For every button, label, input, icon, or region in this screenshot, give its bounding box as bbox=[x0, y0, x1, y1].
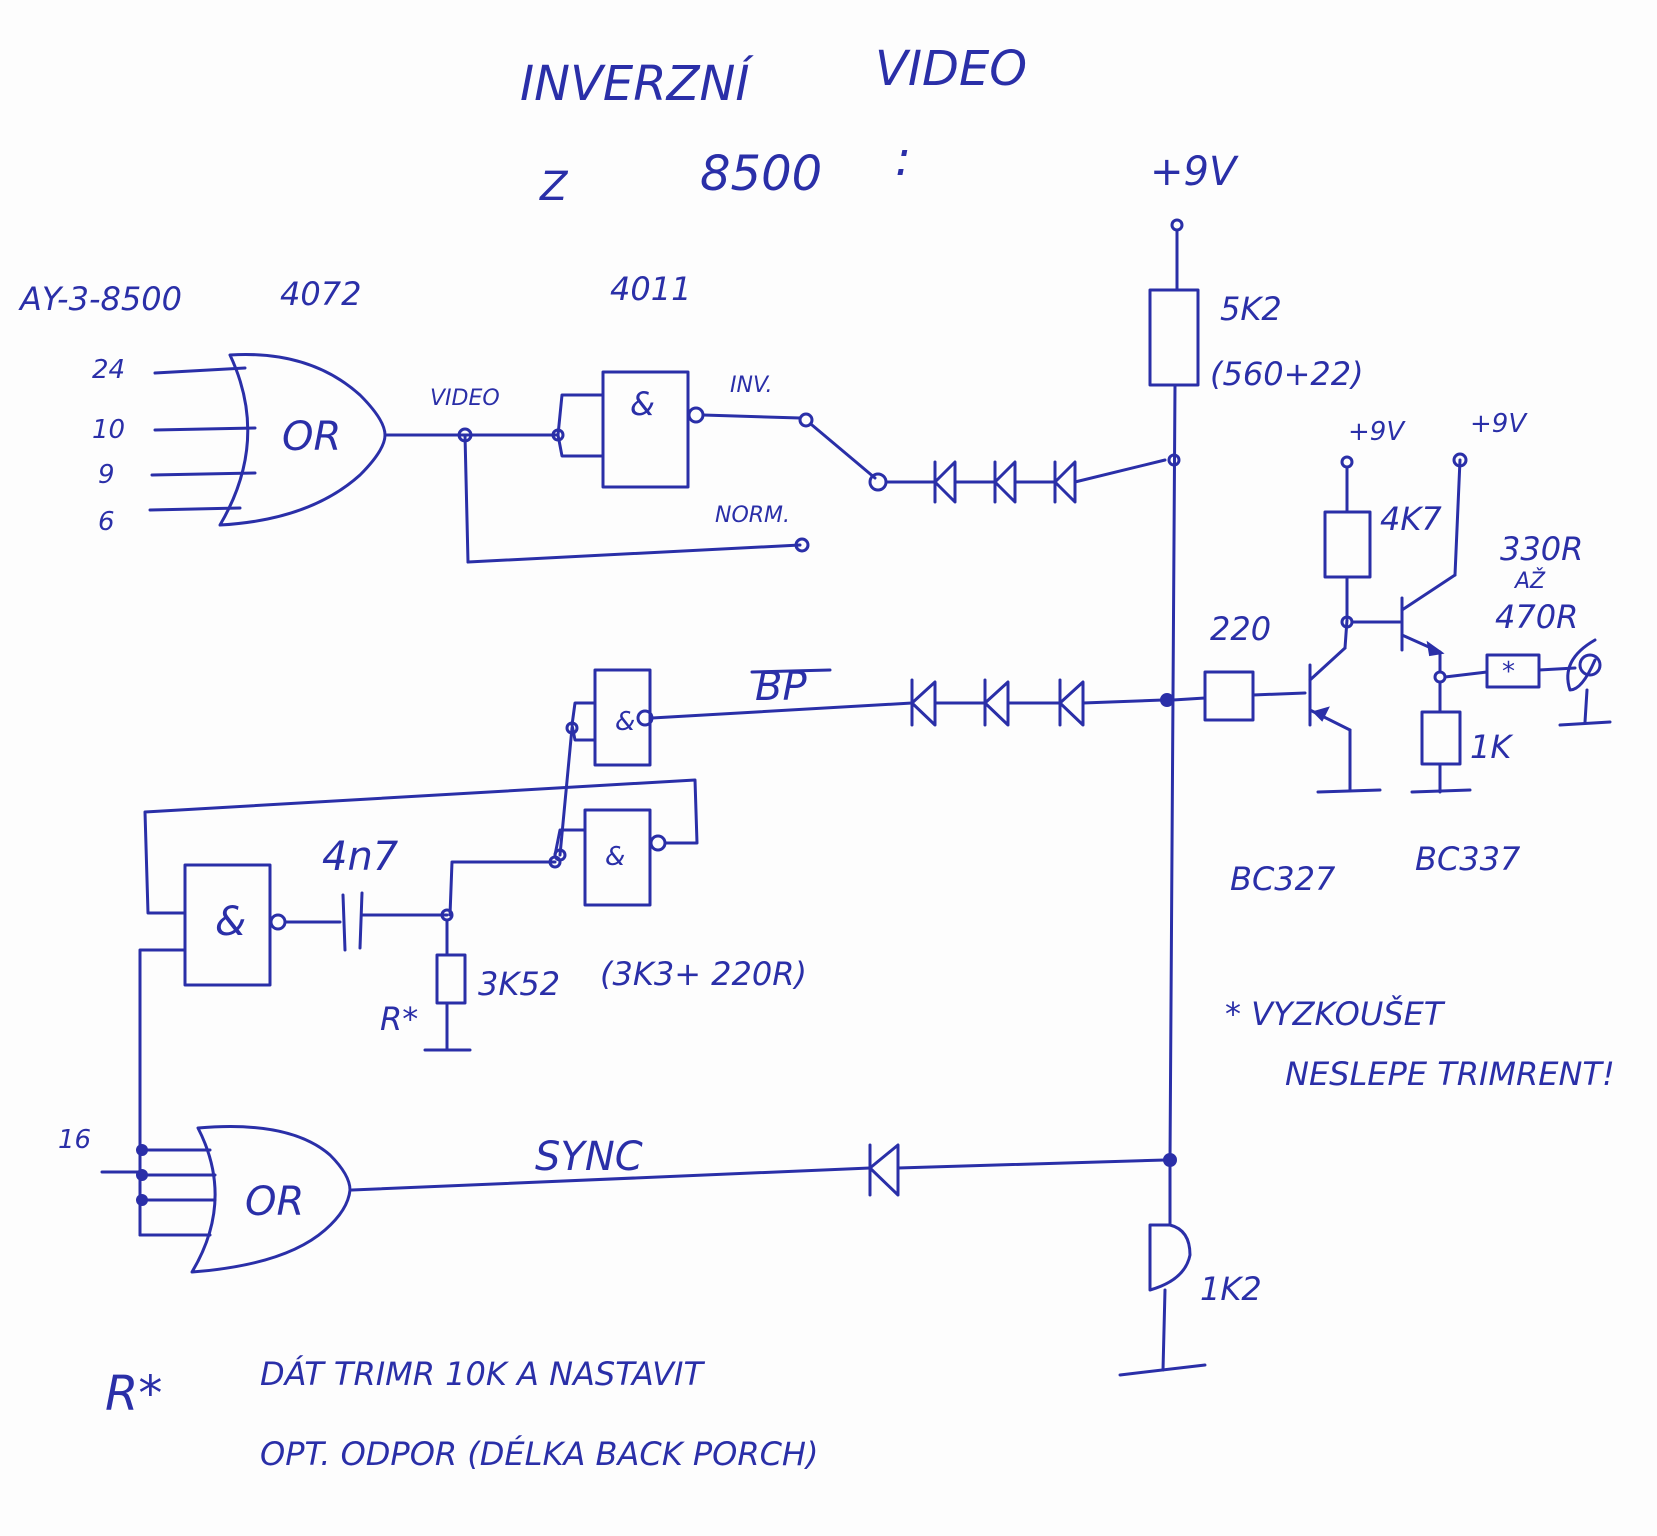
supply-right-tr: +9V bbox=[1470, 409, 1528, 439]
note-star-a: * VYZKOUŠET bbox=[1225, 994, 1446, 1033]
signal-sync: SYNC bbox=[535, 1134, 643, 1180]
resistor-4k7 bbox=[1323, 510, 1372, 579]
nand-bp-mid-label: & bbox=[605, 842, 625, 872]
label-5k2-note: (560+22) bbox=[1210, 355, 1364, 393]
note-bottom-a: DÁT TRIMR 10K A NASTAVIT bbox=[260, 1355, 705, 1393]
note-star-b: NESLEPE TRIMRENT! bbox=[1285, 1055, 1615, 1093]
supply-top: +9V bbox=[1150, 149, 1239, 195]
label-1k: 1K bbox=[1470, 728, 1514, 766]
transistor-bc327 bbox=[1308, 618, 1382, 794]
label-output-mark: * bbox=[1502, 657, 1515, 687]
label-5k2: 5K2 bbox=[1220, 290, 1282, 328]
title-z: Z bbox=[539, 164, 569, 210]
nand-gate-left: & bbox=[183, 863, 287, 987]
nand-inv-label: & bbox=[630, 385, 655, 423]
or-gate-bottom: OR bbox=[100, 1125, 352, 1274]
title-8500: 8500 bbox=[700, 146, 822, 202]
title-video: VIDEO bbox=[875, 41, 1027, 97]
cap-plate-b bbox=[358, 891, 364, 950]
label-4072: 4072 bbox=[280, 275, 361, 313]
label-4k7: 4K7 bbox=[1380, 500, 1442, 538]
nand-left-label: & bbox=[215, 899, 246, 945]
nand-gate-bp-mid: & bbox=[548, 808, 667, 907]
or-bottom-label: OR bbox=[245, 1179, 304, 1225]
label-cap-4n7: 4n7 bbox=[322, 834, 399, 880]
note-r-label: R* bbox=[105, 1366, 162, 1422]
label-az: AŽ bbox=[1513, 568, 1546, 594]
nand-bp-top-label: & bbox=[615, 707, 635, 737]
pin-24: 24 bbox=[92, 355, 125, 385]
pin-16: 16 bbox=[58, 1125, 91, 1155]
label-4011: 4011 bbox=[610, 270, 691, 308]
supply-left-tr: +9V bbox=[1348, 417, 1406, 447]
pin-9: 9 bbox=[98, 460, 115, 490]
output-jack bbox=[1558, 638, 1612, 727]
signal-video: VIDEO bbox=[430, 386, 500, 411]
label-bc327: BC327 bbox=[1230, 860, 1336, 898]
diode-chain-top bbox=[884, 458, 1167, 504]
label-470r: 470R bbox=[1495, 598, 1578, 636]
title-colon: : bbox=[895, 131, 911, 187]
label-bc337: BC337 bbox=[1415, 840, 1521, 878]
label-330r: 330R bbox=[1500, 530, 1583, 568]
nand-gate-inverter: & bbox=[551, 370, 705, 489]
label-220: 220 bbox=[1210, 610, 1271, 648]
signal-bp: BP bbox=[755, 664, 807, 710]
pin-10: 10 bbox=[92, 415, 125, 445]
label-r-star: R* bbox=[380, 1000, 418, 1038]
or-gate-top: OR bbox=[148, 353, 387, 527]
note-bottom-b: OPT. ODPOR (DÉLKA BACK PORCH) bbox=[260, 1435, 818, 1473]
resistor-1k bbox=[1420, 710, 1462, 766]
or-top-label: OR bbox=[282, 414, 341, 460]
diode-sync bbox=[868, 1143, 1167, 1197]
label-3k52-note: (3K3+ 220R) bbox=[600, 955, 807, 993]
resistor-5k2 bbox=[1148, 288, 1200, 387]
pin-6: 6 bbox=[98, 507, 115, 537]
signal-norm: NORM. bbox=[715, 503, 790, 528]
label-ay-3-8500: AY-3-8500 bbox=[18, 280, 182, 318]
nand-gate-bp-top: & bbox=[565, 668, 654, 767]
signal-inv: INV. bbox=[730, 373, 772, 398]
resistor-r-star bbox=[435, 953, 467, 1005]
cap-plate-a bbox=[341, 893, 347, 952]
resistor-1k2 bbox=[1148, 1223, 1192, 1292]
diode-chain-bp bbox=[650, 678, 1165, 727]
transistor-bc337 bbox=[1400, 458, 1462, 674]
label-3k52: 3K52 bbox=[478, 965, 560, 1003]
title-inverzni: INVERZNÍ bbox=[520, 55, 754, 112]
resistor-220 bbox=[1203, 670, 1255, 722]
label-1k2: 1K2 bbox=[1200, 1270, 1262, 1308]
